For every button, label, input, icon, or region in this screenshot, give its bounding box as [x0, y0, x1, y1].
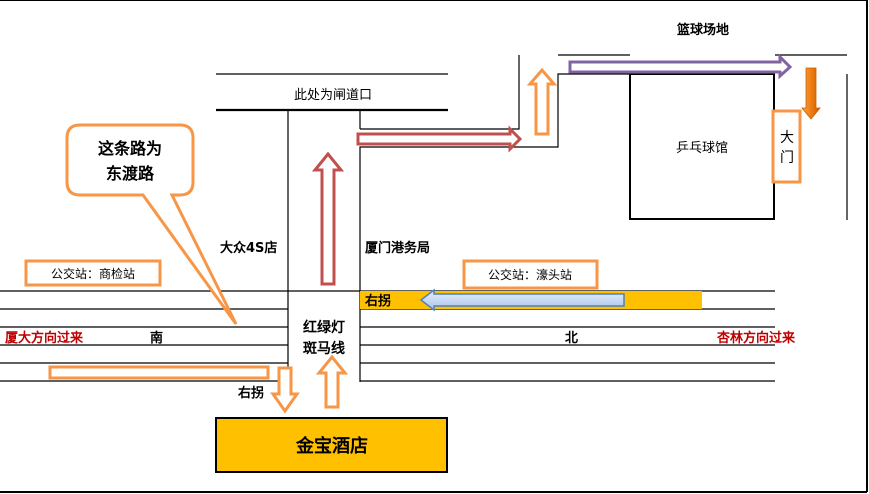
- traffic-light-label: 红绿灯: [303, 319, 345, 336]
- callout-text-2: 东渡路: [106, 164, 155, 183]
- orange-arrow-up-hotel: [315, 354, 349, 409]
- right-turn-bottom-label: 右拐: [237, 385, 264, 401]
- bus-stop-right: [462, 259, 599, 290]
- bus-stop-right-label: 公交站：濠头站: [488, 267, 572, 282]
- orange-arrow-down: [801, 67, 821, 120]
- north-label: 北: [565, 331, 578, 346]
- bus-stop-left-label: 公交站：商检站: [51, 266, 135, 281]
- right-turn-top-label: 右拐: [364, 293, 391, 309]
- port-bureau-label: 厦门港务局: [365, 240, 430, 256]
- orange-lane-marker: [48, 365, 270, 380]
- basketball-court-label: 篮球场地: [676, 22, 729, 38]
- purple-arrow-right: [568, 53, 793, 80]
- vw-4s-store-label: 大众4S店: [220, 240, 277, 256]
- jinbao-hotel: [215, 417, 448, 473]
- red-arrow-right: [356, 125, 523, 153]
- jinbao-hotel-label: 金宝酒店: [295, 435, 368, 457]
- main-gate-label-1: 大: [780, 130, 794, 146]
- main-gate-box: [771, 109, 802, 184]
- from-xinglin-label: 杏林方向过来: [717, 330, 796, 346]
- from-xiada-label: 厦大方向过来: [5, 330, 84, 346]
- crosswalk-label: 斑马线: [303, 340, 345, 357]
- bus-stop-left: [24, 259, 162, 287]
- red-arrow-up: [311, 151, 345, 286]
- south-label: 南: [150, 330, 163, 346]
- gate-label: 此处为闸道口: [294, 88, 372, 103]
- callout-text-1: 这条路为: [98, 139, 162, 158]
- main-gate-label-2: 门: [780, 150, 794, 166]
- pingpong-hall-label: 乒乓球馆: [676, 141, 728, 156]
- road-name-callout: [65, 123, 238, 325]
- blue-arrow-left: [419, 288, 625, 312]
- orange-arrow-up: [526, 67, 558, 136]
- orange-arrow-down-hotel: [270, 366, 300, 414]
